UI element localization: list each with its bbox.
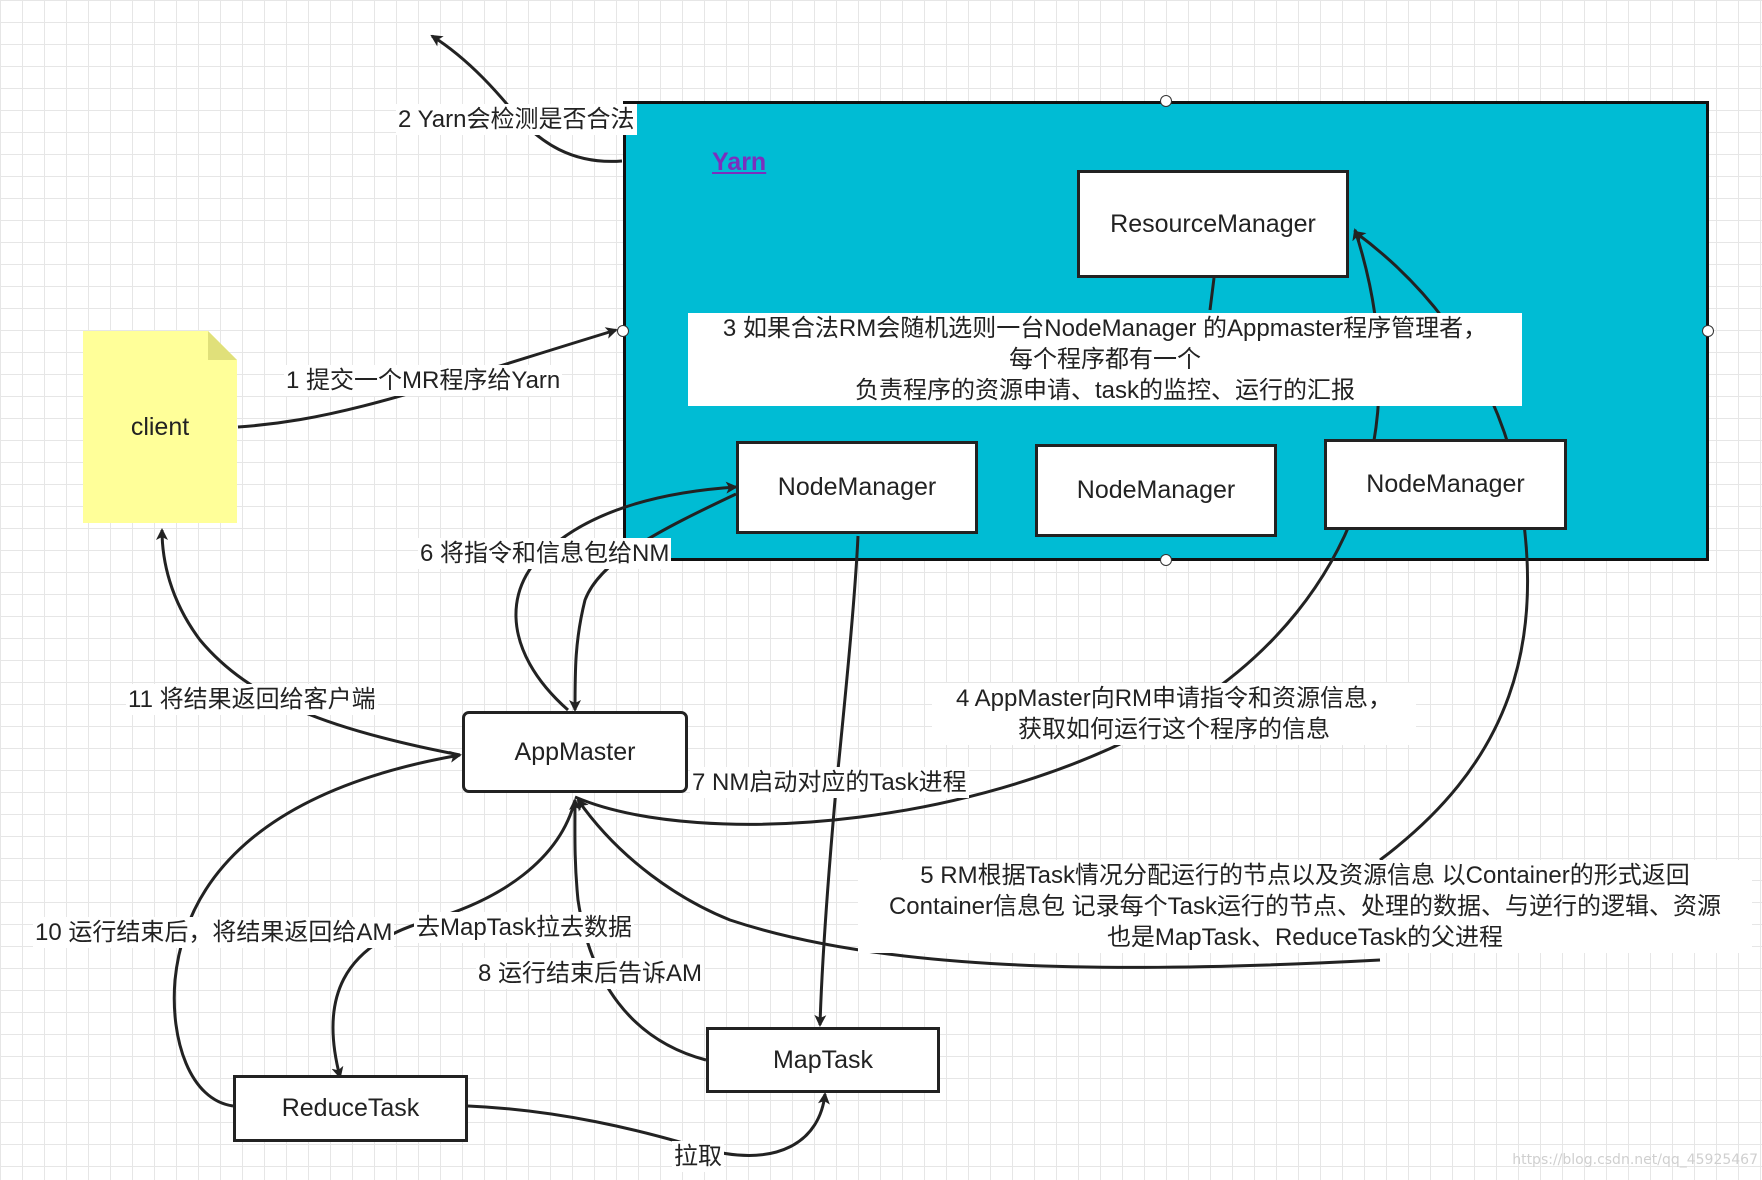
edge-pull[interactable] [467,1092,830,1157]
label-step5-line-1: 5 RM根据Task情况分配运行的节点以及资源信息 以Container的形式返… [920,862,1690,889]
label-step3: 3 如果合法RM会随机选则一台NodeManager 的Appmaster程序管… [688,313,1522,406]
label-step4-line-1: 4 AppMaster向RM申请指令和资源信息， [955,685,1393,712]
label-step2: 2 Yarn会检测是否合法 [396,104,637,135]
label-step4: 4 AppMaster向RM申请指令和资源信息， 获取如何运行这个程序的信息 [932,683,1416,745]
label-step10: 10 运行结束后，将结果返回给AM [33,917,395,948]
note-shape [83,331,237,523]
label-step3-line-2: 每个程序都有一个 [1009,346,1201,373]
edge-step11[interactable] [156,528,461,757]
map-task-node[interactable]: MapTask [706,1027,940,1093]
node-manager-2-label: NodeManager [1076,476,1236,504]
edge-step6-am-to-nm[interactable] [514,481,738,712]
label-step5: 5 RM根据Task情况分配运行的节点以及资源信息 以Container的形式返… [858,860,1752,953]
label-step4-line-2: 获取如何运行这个程序的信息 [1018,716,1330,743]
reduce-task-node[interactable]: ReduceTask [233,1075,468,1142]
app-master-label: AppMaster [514,737,636,766]
resource-manager-label: ResourceManager [1110,209,1316,238]
node-manager-3-label: NodeManager [1366,470,1525,498]
label-step3-line-3: 负责程序的资源申请、task的监控、运行的汇报 [854,377,1355,404]
node-manager-1-label: NodeManager [777,473,937,501]
selection-handle-top[interactable] [1160,95,1172,107]
resource-manager-node[interactable]: ResourceManager [1077,170,1349,278]
label-step8: 8 运行结束后告诉AM [476,958,705,989]
label-step9: 去MapTask拉去数据 [414,912,635,943]
edge-step2[interactable] [430,34,623,163]
node-manager-3[interactable]: NodeManager [1324,439,1567,530]
edge-step7[interactable] [814,535,860,1027]
node-manager-1[interactable]: NodeManager [736,441,978,534]
node-manager-2[interactable]: NodeManager [1035,444,1277,537]
app-master-node[interactable]: AppMaster [462,711,688,793]
label-step5-line-3: 也是MapTask、ReduceTask的父进程 [1106,924,1504,951]
label-step1: 1 提交一个MR程序给Yarn [284,365,563,396]
label-step3-line-1: 3 如果合法RM会随机选则一台NodeManager 的Appmaster程序管… [722,315,1488,342]
edge-step5-return[interactable] [576,798,1381,969]
map-task-label: MapTask [772,1045,874,1074]
edge-step6-nm-to-am[interactable] [569,492,737,712]
label-step6: 6 将指令和信息包给NM [418,538,672,569]
label-step7: 7 NM启动对应的Task进程 [690,767,969,798]
client-label: client [130,412,190,441]
edge-step3-rm-to-nm [1208,277,1216,311]
label-pull: 拉取 [672,1141,724,1172]
label-step5-line-2: Container信息包 记录每个Task运行的节点、处理的数据、与逆行的逻辑、… [888,893,1722,920]
selection-handle-bottom[interactable] [1160,554,1172,566]
label-step11: 11 将结果返回给客户端 [126,684,378,715]
edge-step1[interactable] [237,327,618,429]
yarn-title: Yarn [712,148,767,176]
reduce-task-label: ReduceTask [281,1094,420,1122]
selection-handle-right[interactable] [1702,325,1714,337]
client-note[interactable]: client [83,331,237,523]
watermark: https://blog.csdn.net/qq_45925467 [1512,1152,1758,1168]
